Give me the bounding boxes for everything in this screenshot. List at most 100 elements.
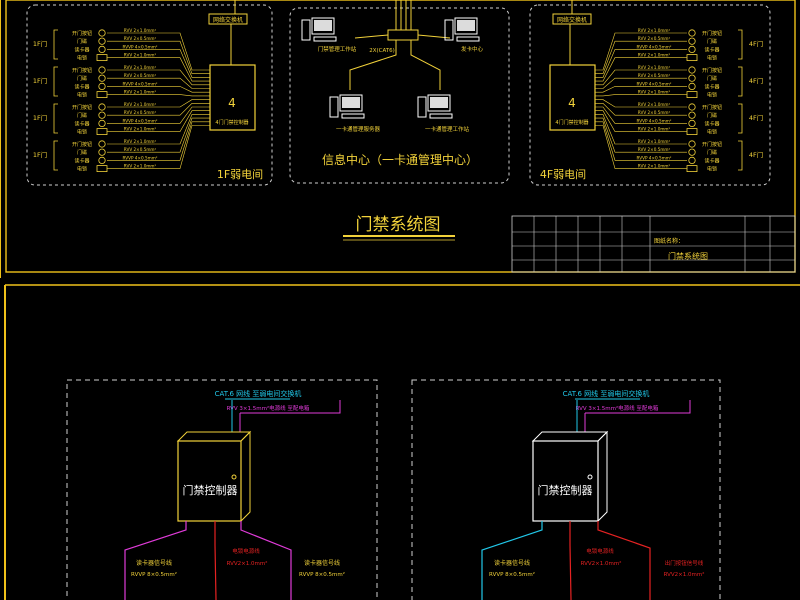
door-brace bbox=[53, 29, 58, 60]
device-label: 电锁 bbox=[77, 55, 87, 62]
door-brace bbox=[53, 66, 58, 97]
mgmt-workstation-label: 一卡通管理工作站 bbox=[425, 125, 470, 133]
branch-2-title: 电锁电源线 bbox=[586, 547, 614, 555]
door-controller-box bbox=[549, 64, 596, 131]
device-icon bbox=[98, 111, 106, 119]
controller-number: 4 bbox=[228, 96, 236, 110]
branch-3-cable: RVVP 8×0.5mm² bbox=[299, 571, 345, 578]
branch-1-title: 读卡器信号线 bbox=[494, 559, 530, 567]
card-center-label: 发卡中心 bbox=[461, 45, 484, 53]
door-label: 1F门 bbox=[33, 76, 47, 85]
door-brace bbox=[738, 29, 743, 60]
cable-spec: RVV 2×0.5mm² bbox=[638, 73, 671, 78]
cable-spec: RVV 2×1.0mm² bbox=[124, 164, 157, 169]
power-cable-label: RVV 3×1.5mm²电源线 至配电箱 bbox=[227, 404, 310, 412]
switch-label: 2X(CAT6) bbox=[369, 48, 395, 54]
cable-spec: RVV 2×1.0mm² bbox=[124, 102, 157, 107]
door-brace bbox=[53, 103, 58, 134]
sheet-frame bbox=[5, 0, 796, 273]
device-label: 电锁 bbox=[77, 166, 87, 173]
monitor-icon bbox=[427, 94, 451, 112]
door-groups: 1F门 开门按钮 RVV 2×1.0mm² 门磁 RVV 2×0.5mm² 读卡器 RVVP… bbox=[33, 28, 210, 173]
cable-spec: RVV 2×1.0mm² bbox=[124, 28, 157, 33]
cable-line bbox=[595, 114, 687, 145]
cable-spec: RVV 2×1.0mm² bbox=[638, 28, 671, 33]
device-icon bbox=[98, 45, 106, 54]
cabinet-lock-icon bbox=[587, 474, 593, 480]
project-label: 图纸名称： bbox=[654, 237, 684, 245]
cable-spec: RVVP 4×0.5mm² bbox=[123, 118, 158, 123]
device-label: 门磁 bbox=[77, 38, 87, 45]
device-label: 门磁 bbox=[707, 75, 717, 82]
device-label: 读卡器 bbox=[74, 157, 89, 164]
device-icon bbox=[98, 74, 106, 82]
cable-spec: RVVP 4×0.5mm² bbox=[123, 44, 158, 49]
screen-icon bbox=[457, 20, 475, 31]
cable-spec: RVV 2×0.5mm² bbox=[638, 147, 671, 152]
computer-icon bbox=[301, 17, 337, 42]
device-label: 读卡器 bbox=[74, 120, 89, 127]
lock-icon bbox=[96, 128, 108, 136]
cable-spec: RVV 2×1.0mm² bbox=[638, 127, 671, 132]
cable-line bbox=[595, 110, 687, 132]
cable-spec: RVV 2×0.5mm² bbox=[124, 36, 157, 41]
cable-spec: RVV 2×0.5mm² bbox=[638, 110, 671, 115]
device-label: 门磁 bbox=[77, 112, 87, 119]
cable-line bbox=[595, 106, 687, 124]
cable-line bbox=[107, 114, 210, 145]
lock-icon bbox=[686, 91, 698, 98]
device-icon bbox=[688, 29, 696, 37]
cable-spec: RVV 2×1.0mm² bbox=[124, 65, 157, 70]
network-cable-label: CAT.6 网线 至弱电间交换机 bbox=[215, 389, 302, 398]
branch-2-title: 电锁电源线 bbox=[232, 547, 260, 555]
module-boundary bbox=[411, 379, 721, 600]
network-switch-label: 网络交换机 bbox=[557, 16, 587, 24]
device-label: 读卡器 bbox=[704, 157, 719, 164]
device-label: 开门按钮 bbox=[72, 67, 92, 74]
computer-icon bbox=[329, 94, 365, 119]
cable-line bbox=[595, 49, 687, 78]
cable-line bbox=[107, 77, 210, 89]
door-label: 1F门 bbox=[33, 113, 47, 122]
keyboard-icon bbox=[341, 113, 365, 119]
screen-icon bbox=[342, 97, 360, 108]
cable-spec: RVV 2×1.0mm² bbox=[638, 53, 671, 58]
device-label: 门磁 bbox=[77, 75, 87, 82]
monitor-icon bbox=[339, 94, 363, 112]
door-brace bbox=[738, 140, 743, 171]
door-label: 4F门 bbox=[749, 113, 763, 122]
screen-icon bbox=[314, 20, 332, 31]
cable-spec: RVV 2×0.5mm² bbox=[124, 73, 157, 78]
cable-spec: RVV 2×1.0mm² bbox=[638, 65, 671, 70]
lock-icon bbox=[686, 54, 698, 61]
cable-line bbox=[595, 99, 687, 108]
device-icon bbox=[688, 148, 696, 156]
core-switch bbox=[387, 29, 419, 41]
lock-icon bbox=[686, 165, 698, 173]
cable-line bbox=[107, 117, 210, 153]
cable-spec: RVV 2×0.5mm² bbox=[638, 36, 671, 41]
door-controller-box bbox=[209, 64, 256, 131]
device-icon bbox=[98, 29, 106, 37]
tower-icon bbox=[417, 96, 427, 118]
keyboard-icon bbox=[313, 36, 337, 42]
device-icon bbox=[688, 156, 696, 164]
device-label: 电锁 bbox=[707, 129, 717, 136]
cable-line bbox=[107, 40, 210, 74]
cable-spec: RVVP 4×0.5mm² bbox=[637, 118, 672, 123]
cable-line bbox=[595, 121, 687, 161]
cable-spec: RVV 2×1.0mm² bbox=[124, 127, 157, 132]
module-boundary bbox=[66, 379, 378, 600]
door-brace bbox=[738, 103, 743, 134]
cable-spec: RVV 2×1.0mm² bbox=[638, 102, 671, 107]
controller-label: 4门门禁控制器 bbox=[215, 119, 248, 126]
cable-line bbox=[107, 106, 210, 124]
cable-line bbox=[107, 110, 210, 132]
device-label: 开门按钮 bbox=[702, 141, 722, 148]
center-boundary bbox=[289, 7, 510, 184]
cable-line bbox=[595, 77, 687, 89]
device-label: 读卡器 bbox=[74, 46, 89, 53]
branch-1-title: 读卡器信号线 bbox=[136, 559, 172, 567]
device-label: 电锁 bbox=[77, 129, 87, 136]
